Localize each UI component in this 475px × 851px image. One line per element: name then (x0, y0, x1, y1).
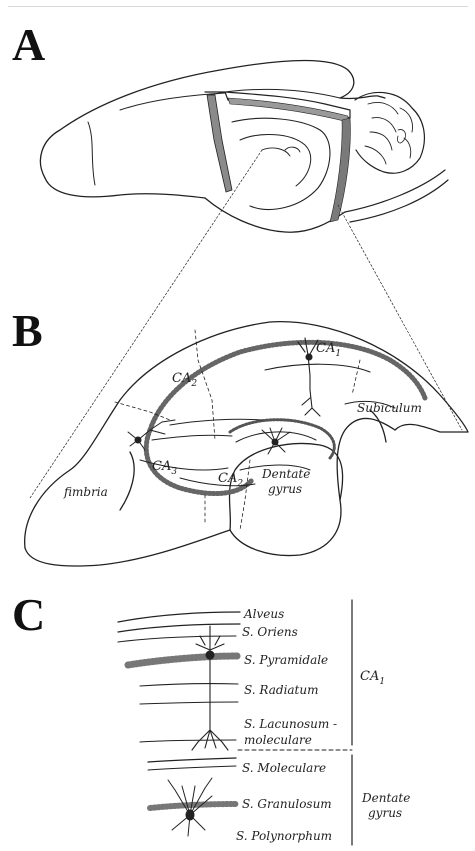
label-dentate-b-1: Dentate (261, 467, 310, 481)
label-subiculum: Subiculum (357, 401, 422, 415)
layer-polymorphum: S. Polynorphum (236, 829, 332, 843)
label-dentate-b-2: gyrus (268, 482, 302, 496)
region-ca1-c: CA1 (360, 669, 385, 687)
cerebellum (355, 92, 424, 173)
layer-lacunosum-1: S. Lacunosum - (244, 717, 337, 731)
pyramidal-band-c (128, 656, 238, 665)
panel-a-brain-drawing (40, 61, 448, 233)
granule-band-c (150, 804, 236, 808)
layer-lacunosum-2: moleculare (244, 733, 312, 747)
layer-granulosum: S. Granulosum (242, 797, 332, 811)
panel-c-layers: Alveus S. Oriens S. Pyramidale S. Radiat… (118, 600, 410, 845)
region-dentate-c-1: Dentate (361, 791, 410, 805)
layer-moleculare: S. Moleculare (242, 761, 326, 775)
projection-lines (30, 150, 462, 498)
brain-ventral-outline (205, 198, 345, 232)
layer-alveus: Alveus (243, 607, 284, 621)
panel-b-hippocampus: CA1 CA2 CA3 CA2 Subiculum fimbria Dentat… (25, 322, 468, 566)
ca1-neuron-c (192, 626, 228, 750)
layer-oriens: S. Oriens (242, 625, 298, 639)
layer-radiatum: S. Radiatum (244, 683, 319, 697)
region-dentate-c-2: gyrus (368, 806, 402, 820)
brainstem (345, 170, 448, 222)
label-fimbria: fimbria (63, 485, 108, 499)
olfactory-bulb (45, 178, 205, 198)
granule-layer (230, 420, 334, 458)
hippocampus-outline (25, 322, 468, 548)
layer-pyramidale: S. Pyramidale (244, 653, 328, 667)
